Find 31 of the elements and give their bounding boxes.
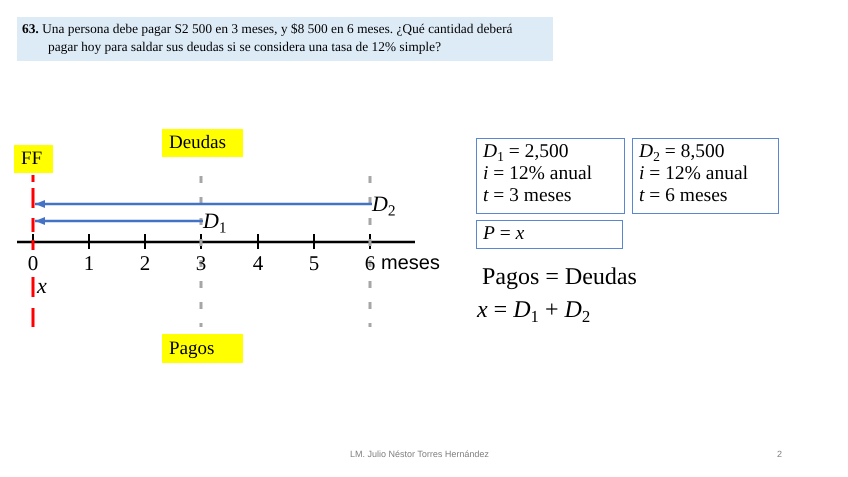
axis-tick-label: 2 [139, 253, 151, 274]
formula-line: D$_{1}$ = 2,500 [483, 141, 569, 163]
axis-tick-label: 6 [364, 253, 376, 274]
axis-tick-label: 4 [252, 253, 264, 274]
arrow [35, 200, 372, 208]
author-footer: LM. Julio Néstor Torres Hernández [350, 449, 489, 460]
highlighted-label: Pagos [162, 334, 243, 363]
formula-line: P = x [483, 223, 524, 245]
formula-line: t = 6 meses [639, 185, 728, 207]
arrow [35, 217, 203, 225]
formula-line: i = 12% anual [639, 163, 748, 185]
axis-tick-label: 0 [27, 253, 39, 274]
problem-statement: 63. Una persona debe pagar S2 500 en 3 meses, y $8 500 en 6 meses. ¿Qué cantidad deberá pagar hoy para saldar sus deudas si se considera una tasa de 12% simple? [17, 17, 553, 61]
highlighted-label: Deudas [162, 129, 243, 157]
equation: Pagos = Deudas [482, 263, 637, 292]
data-box [632, 138, 779, 214]
data-box [476, 138, 625, 214]
debt-label: D$_{1}$ [203, 208, 227, 234]
payment-label: x [37, 275, 47, 297]
formula-line: D$_{2}$ = 8,500 [639, 141, 725, 163]
data-box [476, 220, 623, 249]
formula-line: t = 3 meses [483, 185, 572, 207]
formula-line: i = 12% anual [483, 163, 592, 185]
axis-tick-label: 3 [195, 253, 207, 274]
axis-tick-label: 5 [308, 253, 320, 274]
axis-tick-label: 1 [83, 253, 95, 274]
page-number: 2 [777, 449, 782, 460]
equation: x = D$_{1}$ + D$_{2}$ [477, 296, 590, 325]
axis-unit-label: meses [381, 251, 440, 275]
highlighted-label: FF [14, 145, 53, 173]
debt-label: D$_{2}$ [372, 191, 396, 217]
